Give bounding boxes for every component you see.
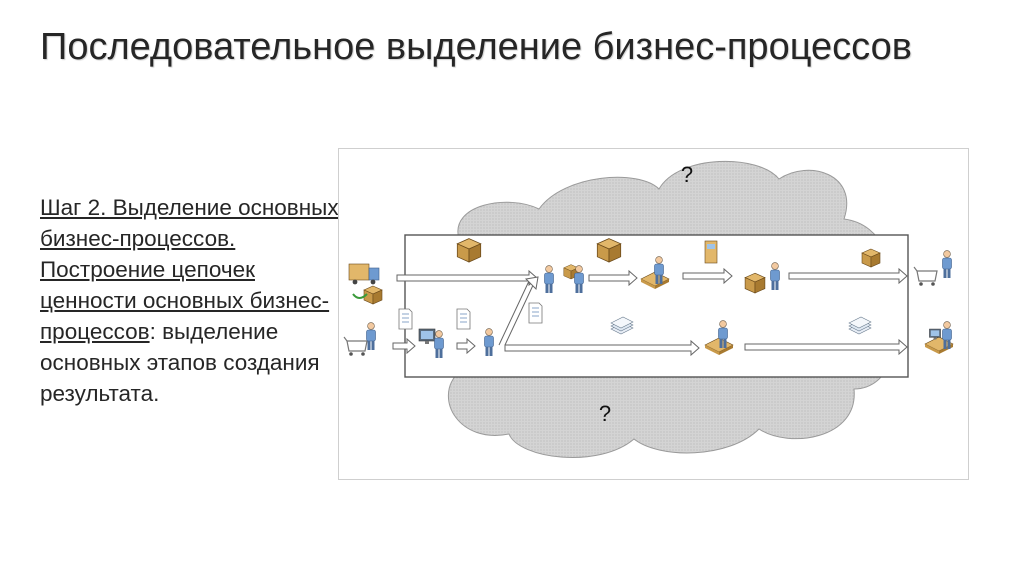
- document-icon: [398, 308, 413, 330]
- person-icon: [366, 322, 376, 351]
- box-icon: [861, 248, 881, 268]
- shopping-cart-icon: [343, 336, 368, 357]
- truck-icon: [348, 263, 380, 285]
- shopping-cart-icon: [913, 266, 938, 287]
- green-arrow-icon: [352, 293, 368, 299]
- box-icon: [456, 238, 482, 263]
- top-row-arrows: [396, 267, 908, 287]
- printer-icon: [704, 240, 718, 264]
- slide-title: Последовательное выделение бизнес-процес…: [40, 26, 912, 68]
- value-chain-svg: ? ?: [343, 160, 954, 458]
- body-underlined-text: Шаг 2. Выделение основных бизнес-процесс…: [40, 195, 339, 344]
- document-icon: [456, 308, 471, 330]
- document-icon: [528, 302, 543, 324]
- bottom-row-arrows: [392, 337, 908, 357]
- box-icon: [744, 272, 766, 294]
- bottom-question-mark: ?: [599, 401, 611, 426]
- value-chain-diagram: ? ?: [338, 148, 969, 480]
- computer-workstation-icon: [924, 321, 954, 355]
- body-plain-text: : выделение основных этапов создания рез…: [40, 319, 320, 406]
- person-icon: [942, 250, 952, 279]
- process-frame: [404, 234, 909, 378]
- diagonal-arrows: [498, 276, 539, 346]
- box-icon: [596, 238, 622, 263]
- body-text: Шаг 2. Выделение основных бизнес-процесс…: [40, 192, 340, 409]
- top-question-mark: ?: [681, 162, 693, 187]
